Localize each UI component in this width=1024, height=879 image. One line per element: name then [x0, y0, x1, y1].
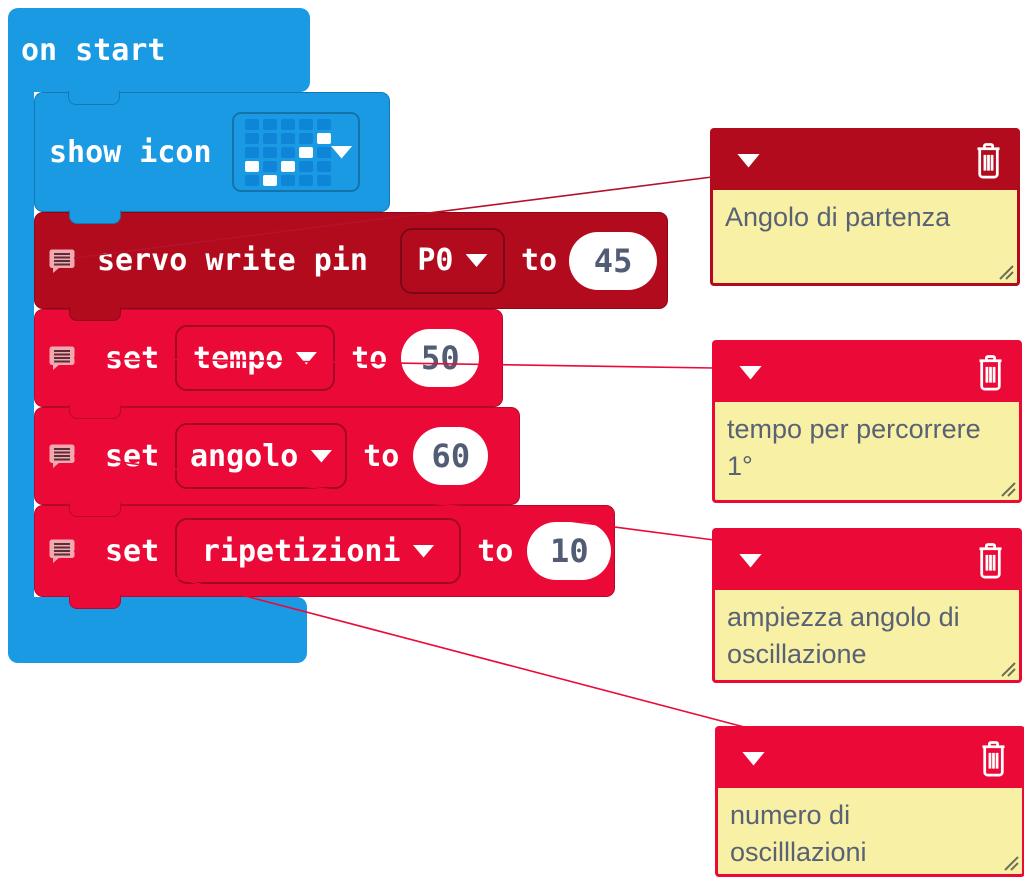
angolo-value-input[interactable]: 60: [413, 427, 489, 485]
to-label: to: [477, 533, 514, 569]
block-connector-tab: [69, 595, 121, 609]
collapse-comment-arrow-icon[interactable]: [739, 553, 762, 568]
tempo-value-input[interactable]: 50: [401, 329, 480, 387]
set-label: set: [105, 438, 160, 474]
on-start-block[interactable]: on start: [8, 8, 310, 105]
led-pattern-field[interactable]: [231, 112, 360, 192]
collapse-comment-arrow-icon[interactable]: [739, 365, 762, 380]
chevron-down-icon: [330, 145, 353, 159]
to-label: to: [351, 340, 388, 376]
chevron-down-icon: [412, 544, 435, 558]
block-connector-tab: [69, 405, 121, 419]
on-start-label: on start: [21, 32, 166, 68]
block-connector-tab: [69, 307, 121, 321]
comment-header[interactable]: [715, 343, 1019, 402]
comment-icon[interactable]: [49, 346, 75, 370]
variable-dropdown-value: angolo: [190, 438, 299, 474]
block-connector-tab: [68, 91, 120, 105]
comment-header[interactable]: [713, 131, 1017, 190]
on-start-left-column: [8, 60, 34, 600]
set-label: set: [105, 533, 160, 569]
set-angolo-block[interactable]: set angolo to 60: [34, 407, 520, 517]
to-label: to: [363, 438, 400, 474]
servo-write-pin-block[interactable]: servo write pin P0 to 45: [34, 212, 668, 321]
block-connector-tab: [69, 210, 121, 224]
led-checkmark-pattern-icon: [244, 118, 331, 186]
trash-icon[interactable]: [974, 542, 1007, 580]
comment-text[interactable]: Angolo di partenza: [725, 202, 951, 232]
variable-dropdown-angolo[interactable]: angolo: [175, 423, 348, 489]
servo-write-pin-label: servo write pin: [97, 243, 368, 278]
trash-icon[interactable]: [974, 354, 1007, 392]
comment-icon[interactable]: [49, 249, 75, 273]
pin-dropdown-value: P0: [417, 243, 454, 278]
trash-icon[interactable]: [972, 142, 1005, 180]
block-connector-tab: [69, 503, 121, 517]
resize-handle-icon[interactable]: [1002, 854, 1020, 872]
comment-bubble-numero: numero di oscilllazioni: [715, 726, 1024, 877]
chevron-down-icon: [295, 351, 318, 365]
show-icon-label: show icon: [49, 134, 212, 170]
servo-angle-input[interactable]: 45: [569, 231, 658, 290]
comment-text[interactable]: numero di oscilllazioni: [730, 800, 867, 867]
comment-header[interactable]: [715, 531, 1019, 590]
variable-dropdown-tempo[interactable]: tempo: [175, 325, 336, 391]
trash-icon[interactable]: [977, 740, 1010, 778]
comment-header[interactable]: [718, 729, 1022, 788]
set-label: set: [105, 340, 160, 376]
ripetizioni-value-input[interactable]: 10: [527, 522, 612, 580]
set-ripetizioni-block[interactable]: set ripetizioni to 10: [34, 505, 615, 609]
chevron-down-icon: [310, 449, 333, 463]
comment-bubble-angolo-partenza: Angolo di partenza: [710, 128, 1020, 286]
chevron-down-icon: [465, 254, 488, 267]
comment-text[interactable]: tempo per percorrere 1°: [727, 414, 981, 481]
show-icon-block[interactable]: show icon: [34, 92, 390, 224]
variable-dropdown-ripetizioni[interactable]: ripetizioni: [175, 518, 462, 584]
variable-dropdown-value: tempo: [193, 340, 284, 376]
collapse-comment-arrow-icon[interactable]: [742, 751, 765, 766]
to-label: to: [520, 243, 558, 278]
pin-dropdown[interactable]: P0: [399, 227, 505, 294]
comment-bubble-ampiezza: ampiezza angolo di oscillazione: [712, 528, 1022, 683]
comment-bubble-tempo: tempo per percorrere 1°: [712, 340, 1022, 503]
resize-handle-icon[interactable]: [997, 263, 1015, 281]
variable-dropdown-value: ripetizioni: [201, 533, 401, 569]
comment-icon[interactable]: [49, 539, 75, 563]
comment-icon[interactable]: [49, 444, 75, 468]
resize-handle-icon[interactable]: [999, 480, 1017, 498]
collapse-comment-arrow-icon[interactable]: [737, 153, 760, 168]
comment-text[interactable]: ampiezza angolo di oscillazione: [727, 602, 960, 669]
on-start-bottom-bar: [8, 597, 307, 663]
resize-handle-icon[interactable]: [999, 660, 1017, 678]
set-tempo-block[interactable]: set tempo to 50: [34, 309, 503, 419]
